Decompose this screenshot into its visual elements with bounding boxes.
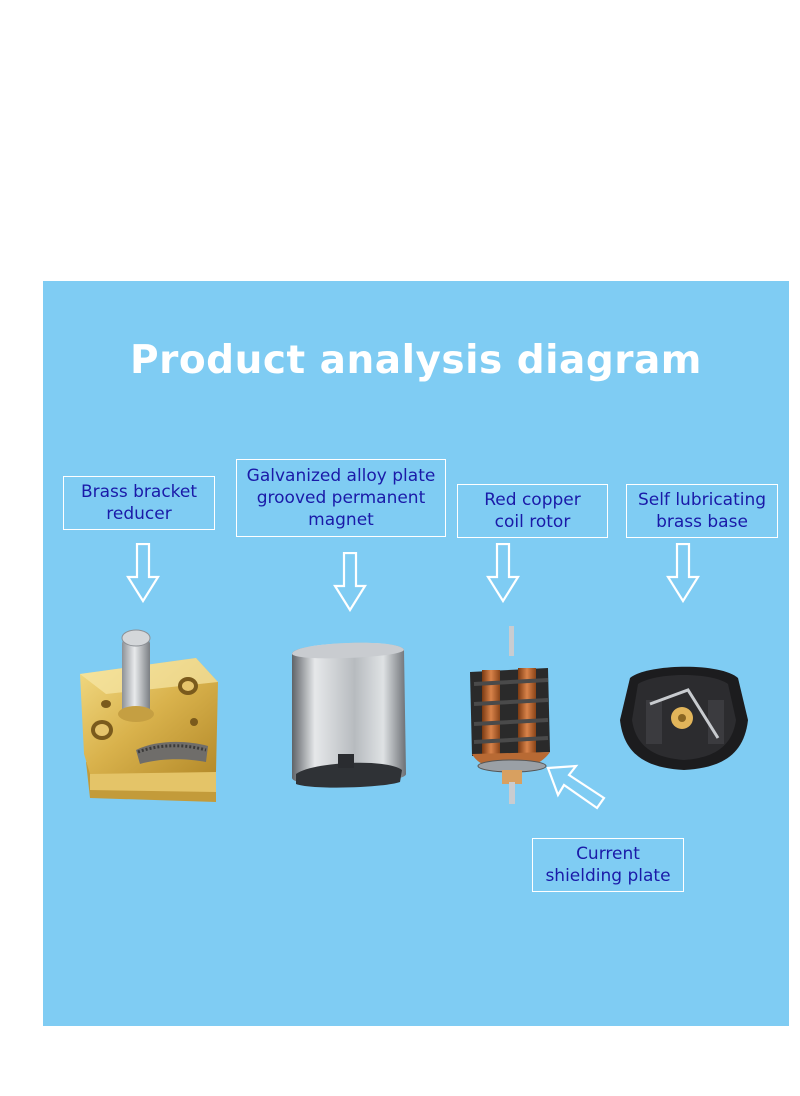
- brass-gearbox-image: [80, 629, 218, 802]
- label-line: Brass bracket: [80, 482, 198, 502]
- label-line: grooved permanent: [256, 488, 426, 508]
- label-line: Galvanized alloy plate: [246, 466, 436, 486]
- down-arrow-icon: [126, 543, 160, 603]
- label-line: Self lubricating: [637, 490, 767, 510]
- label-current-shielding-plate: Current shielding plate: [532, 838, 684, 892]
- label-self-lubricating-brass-base: Self lubricating brass base: [626, 484, 778, 538]
- label-brass-bracket-reducer: Brass bracket reducer: [63, 476, 215, 530]
- copper-coil-rotor-image: [470, 626, 550, 804]
- brass-base-image: [620, 666, 748, 770]
- label-line: Red copper: [484, 490, 581, 510]
- down-arrow-icon: [333, 552, 367, 612]
- label-galvanized-alloy-plate: Galvanized alloy plate grooved permanent…: [236, 459, 446, 537]
- label-red-copper-coil-rotor: Red copper coil rotor: [457, 484, 608, 538]
- down-arrow-icon: [486, 543, 520, 603]
- label-line: brass base: [656, 512, 748, 532]
- up-left-arrow-icon: [546, 764, 606, 810]
- label-line: shielding plate: [545, 866, 671, 886]
- label-line: reducer: [106, 504, 172, 524]
- label-line: coil rotor: [494, 512, 571, 532]
- label-line: magnet: [308, 510, 374, 530]
- diagram-panel: [43, 281, 789, 1026]
- diagram-title: Product analysis diagram: [130, 338, 702, 383]
- down-arrow-icon: [666, 543, 700, 603]
- magnet-housing-image: [292, 642, 406, 788]
- label-line: Current: [576, 844, 640, 864]
